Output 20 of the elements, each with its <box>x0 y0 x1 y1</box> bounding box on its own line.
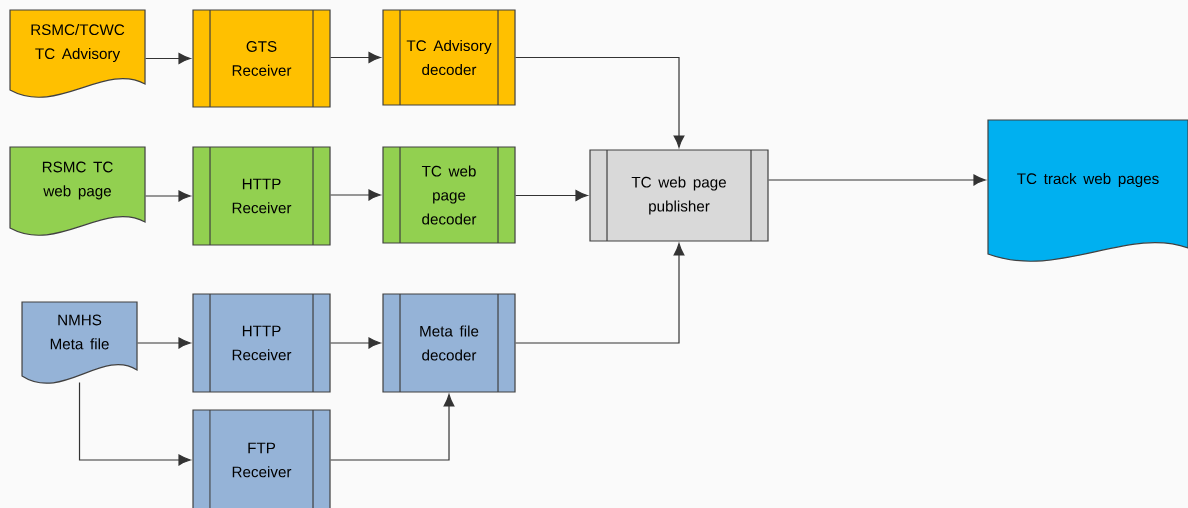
arrow <box>330 189 381 201</box>
process-box: TC web page decoder <box>382 146 516 244</box>
arrow <box>145 190 191 202</box>
arrow <box>330 52 381 63</box>
arrow <box>330 337 381 349</box>
arrow <box>515 190 588 201</box>
arrow <box>515 243 685 344</box>
arrow <box>145 53 191 64</box>
process-box: GTS Receiver <box>192 9 331 108</box>
process-box: HTTP Receiver <box>192 146 331 246</box>
process-box: TC web page publisher <box>589 149 769 242</box>
arrow <box>78 382 191 466</box>
process-box: HTTP Receiver <box>192 293 331 393</box>
process-box: FTP Receiver <box>192 409 331 508</box>
arrow <box>330 394 455 461</box>
process-box: Meta file decoder <box>382 293 516 393</box>
arrow <box>515 56 685 148</box>
arrow <box>768 174 986 186</box>
arrow <box>137 337 191 349</box>
process-box: TC Advisory decoder <box>382 9 516 106</box>
